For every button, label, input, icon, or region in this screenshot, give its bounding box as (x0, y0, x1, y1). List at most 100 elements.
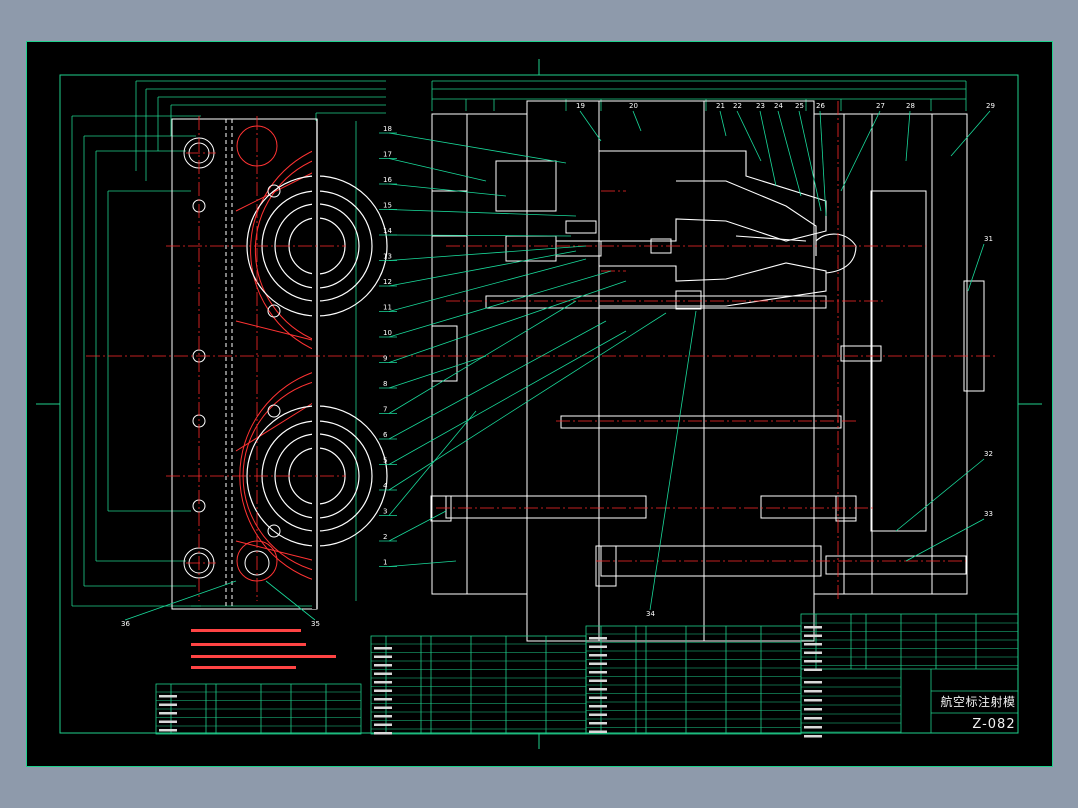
left-dimension-lines (71, 80, 386, 607)
table-c-cell-mark (589, 671, 607, 674)
table-a-cell-mark (159, 729, 177, 732)
section-cut-mask (312, 121, 320, 609)
leader-25 (798, 110, 822, 212)
table-e-cell-mark (804, 726, 822, 729)
table-e-cell-mark (804, 717, 822, 720)
part-label-11: 11 (383, 304, 392, 312)
part-label-23: 23 (756, 102, 765, 110)
part-label-16: 16 (383, 176, 392, 184)
part-label-35: 35 (311, 620, 320, 628)
table-e-cell-mark (804, 708, 822, 711)
leader-22 (736, 110, 762, 162)
table-b-cell-mark (374, 689, 392, 692)
part-label-14: 14 (383, 227, 392, 235)
leader-33 (905, 518, 985, 562)
table-a-cell-mark (159, 720, 177, 723)
part-label-4: 4 (383, 482, 388, 490)
note-line-4 (191, 666, 296, 669)
leader-29 (950, 110, 991, 157)
leader-3 (388, 410, 477, 516)
part-label-19: 19 (576, 102, 585, 110)
table-d-cell-mark (804, 668, 822, 671)
ejector-system (430, 220, 857, 587)
leader-21 (719, 110, 727, 137)
table-b-cell-mark (374, 706, 392, 709)
leader-32 (895, 458, 985, 532)
part-label-2: 2 (383, 533, 387, 541)
leader-13 (388, 245, 587, 261)
table-a-cell-mark (159, 712, 177, 715)
mold-plates (431, 100, 985, 642)
part-label-28: 28 (906, 102, 915, 110)
part-label-32: 32 (984, 450, 993, 458)
table-c-cell-mark (589, 713, 607, 716)
table-e-cell-mark (804, 699, 822, 702)
technical-notes (191, 629, 336, 669)
drawing-frame (59, 74, 1019, 734)
part-label-21: 21 (716, 102, 725, 110)
main-section-view (426, 80, 996, 642)
part-label-15: 15 (383, 202, 392, 210)
table-d-cell-mark (804, 626, 822, 629)
drawing-number: Z-082 (972, 717, 1016, 732)
part-label-6: 6 (383, 431, 388, 439)
part-label-5: 5 (383, 457, 387, 465)
part-label-1: 1 (383, 559, 387, 567)
table-b-cell-mark (374, 647, 392, 650)
note-line-2 (191, 643, 306, 646)
mold-plate-outline (171, 118, 318, 610)
part-label-29: 29 (986, 102, 995, 110)
mold-assembly-drawing: 1817161514131211109876543211920212223242… (26, 41, 1053, 767)
top-dimension-chain (431, 80, 967, 111)
leader-27 (840, 110, 881, 192)
leader-9 (388, 280, 627, 363)
table-c-cell-mark (589, 637, 607, 640)
table-c-cell-mark (589, 722, 607, 725)
part-label-25: 25 (795, 102, 804, 110)
leader-34 (649, 310, 697, 611)
part-label-3: 3 (383, 508, 387, 516)
part-label-20: 20 (629, 102, 638, 110)
leader-7 (388, 300, 577, 414)
leader-10 (388, 270, 612, 338)
main-centerlines (426, 101, 996, 601)
table-c-cell-mark (589, 679, 607, 682)
note-line-3 (191, 655, 336, 658)
cavity-section-hatch (235, 125, 318, 582)
part-label-33: 33 (984, 510, 993, 518)
part-label-12: 12 (383, 278, 392, 286)
table-e-cell-mark (804, 690, 822, 693)
table-b-cell-mark (374, 681, 392, 684)
table-c-cell-mark (589, 662, 607, 665)
table-d-cell-mark (804, 643, 822, 646)
leader-19 (579, 110, 602, 142)
table-b-cell-mark (374, 664, 392, 667)
leader-28 (905, 110, 911, 162)
leader-31 (967, 243, 985, 292)
table-d-cell-mark (804, 660, 822, 663)
part-label-17: 17 (383, 151, 392, 159)
note-line-1 (191, 629, 301, 632)
drawing-title: 航空标注射模 (940, 695, 1016, 709)
left-plan-view (71, 80, 426, 610)
parts-list-cell-text (159, 626, 822, 738)
leader-16 (388, 183, 507, 197)
leader-14 (388, 234, 572, 237)
leader-26 (819, 110, 827, 217)
table-d-cell-mark (804, 634, 822, 637)
leader-20 (632, 110, 642, 132)
leader-2 (388, 510, 447, 542)
part-label-18: 18 (383, 125, 392, 133)
part-label-8: 8 (383, 380, 387, 388)
part-label-27: 27 (876, 102, 885, 110)
table-c-cell-mark (589, 645, 607, 648)
part-label-7: 7 (383, 406, 387, 414)
part-label-34: 34 (646, 610, 655, 618)
table-b-cell-mark (374, 715, 392, 718)
core-cavity-profile (599, 150, 857, 307)
table-a-cell-mark (159, 695, 177, 698)
table-c-cell-mark (589, 730, 607, 733)
leader-6 (388, 320, 607, 440)
table-a-cell-mark (159, 703, 177, 706)
leader-17 (388, 158, 487, 182)
